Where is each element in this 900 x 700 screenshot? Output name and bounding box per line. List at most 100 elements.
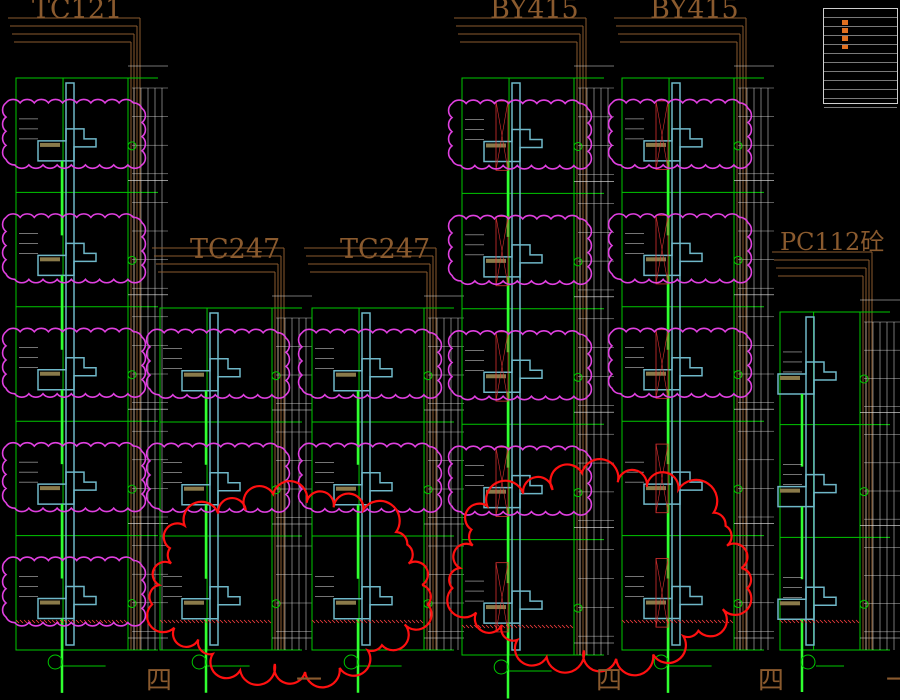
- section-tc121-slab-fill: [40, 486, 60, 491]
- section-by415-b-stair-diag: [655, 215, 669, 284]
- section-by415-a-ground-hatch: [541, 624, 546, 629]
- section-by415-b-revision-cloud: [607, 213, 753, 284]
- section-pc112-slab-fill: [780, 601, 800, 606]
- section-by415-a-ground-hatch: [489, 624, 494, 629]
- section-tc121-ground-hatch: [79, 619, 84, 624]
- section-tc247-b-ground-hatch: [331, 619, 336, 624]
- legend-row: [824, 18, 897, 27]
- section-tc247-a-ground-hatch: [231, 619, 236, 624]
- section-by415-a-stair: [495, 331, 509, 402]
- section-tc121-ground-hatch: [31, 619, 36, 624]
- section-pc112-ground-hatch: [783, 619, 788, 624]
- section-by415-b-green-frame: [621, 77, 735, 651]
- section-tc247-b-ground-hatch: [395, 619, 400, 624]
- section-tc247-b-revision-cloud: [297, 328, 443, 399]
- section-tc247-b-grid-bubble: [423, 599, 433, 609]
- section-tc121-ground-hatch: [23, 619, 28, 624]
- section-pc112-grid-bubble: [859, 487, 869, 497]
- section-tc121-slab-fill: [40, 142, 60, 147]
- section-tc121-ground-hatch: [35, 619, 40, 624]
- section-by415-a-ground-hatch: [545, 624, 550, 629]
- section-tc121-ground-hatch: [95, 619, 100, 624]
- section-by415-a-ground-hatch: [513, 624, 518, 629]
- section-by415-a-ground-hatch: [549, 624, 554, 629]
- section-by415-a-ground-hatch: [469, 624, 474, 629]
- section-by415-b-ground-hatch: [677, 619, 682, 624]
- section-tc247-a-ground-hatch: [263, 619, 268, 624]
- section-by415-b-ground-hatch: [721, 619, 726, 624]
- section-tc121-ground-hatch: [15, 619, 20, 624]
- section-pc112-ground-hatch: [807, 619, 812, 624]
- section-by415-b-grid-bubble: [733, 255, 743, 265]
- legend-row: [824, 9, 897, 18]
- section-by415-a-revision-cloud: [447, 99, 593, 170]
- section-by415-a-stair-diag: [495, 331, 509, 402]
- section-tc247-b-ground-hatch: [419, 619, 424, 624]
- section-tc247-a-ground-hatch: [227, 619, 232, 624]
- section-tc247-b-ground-hatch: [371, 619, 376, 624]
- section-tc247-b-ground-hatch: [407, 619, 412, 624]
- section-tc247-a-ground-hatch: [255, 619, 260, 624]
- section-tc247-b-ground-hatch: [347, 619, 352, 624]
- section-tc247-a-ground-hatch: [243, 619, 248, 624]
- section-by415-a-ground-hatch: [529, 624, 534, 629]
- section-pc112-ground-hatch: [819, 619, 824, 624]
- section-by415-a-grid-bubble: [573, 603, 583, 613]
- section-by415-b-stair: [655, 558, 669, 628]
- section-by415-b-ground-hatch: [641, 619, 646, 624]
- section-by415-a-ground-hatch: [509, 624, 514, 629]
- section-by415-a-ground-hatch: [569, 624, 574, 629]
- section-by415-a-ground-hatch: [485, 624, 490, 629]
- section-tc121-ground-hatch: [71, 619, 76, 624]
- section-by415-b-ground-hatch: [689, 619, 694, 624]
- section-by415-a-green-frame: [461, 77, 575, 656]
- section-tc247-a-ground-hatch: [199, 619, 204, 624]
- red-revision-cloud-a: [146, 480, 433, 689]
- section-by415-a-ground-hatch: [557, 624, 562, 629]
- section-pc112-slab-fill: [780, 488, 800, 493]
- section-tc121-revision-cloud: [1, 441, 147, 513]
- section-tc247-b-ground-hatch: [391, 619, 396, 624]
- section-tc121-grid-bubble: [127, 141, 137, 151]
- section-tc247-a-slab-fill: [184, 372, 204, 377]
- section-by415-b-ground-hatch: [621, 619, 626, 624]
- section-by415-b-ground-hatch: [685, 619, 690, 624]
- section-by415-b-grid-bubble: [733, 484, 743, 494]
- legend-row: [824, 99, 897, 108]
- section-by415-a-ground-hatch: [533, 624, 538, 629]
- section-tc121-ground-hatch: [123, 619, 128, 624]
- section-tc247-a-ground-hatch: [191, 619, 196, 624]
- section-pc112-wall: [805, 316, 815, 646]
- legend-row: [824, 81, 897, 90]
- section-by415-a-revision-cloud: [447, 330, 593, 401]
- section-by415-b-ground-hatch: [665, 619, 670, 624]
- legend-row: [824, 36, 897, 45]
- legend-row: [824, 63, 897, 72]
- section-tc247-b-ground-hatch: [375, 619, 380, 624]
- section-mark-3: 四: [596, 666, 623, 696]
- legend-swatch: [842, 20, 848, 25]
- section-tc247-a-revision-cloud: [145, 442, 291, 513]
- section-tc247-a-ground-hatch: [219, 619, 224, 624]
- section-tc121-ground-hatch: [55, 619, 60, 624]
- section-tc247-a-slab-fill: [184, 486, 204, 491]
- section-by415-a-stair-diag: [495, 101, 509, 171]
- title-by415-a: BY415: [490, 0, 579, 25]
- section-tc247-b-ground-hatch: [355, 619, 360, 624]
- section-mark-1: 四: [146, 666, 173, 696]
- section-tc247-b-ground-hatch: [335, 619, 340, 624]
- section-tc121-grid-bubble: [127, 370, 137, 380]
- section-pc112-ground-hatch: [815, 619, 820, 624]
- section-pc112-ground-hatch: [795, 619, 800, 624]
- section-tc121-ground-hatch: [27, 619, 32, 624]
- section-by415-b-ground-hatch: [705, 619, 710, 624]
- section-tc247-b-ground-hatch: [359, 619, 364, 624]
- section-by415-a-ground-hatch: [517, 624, 522, 629]
- section-tc121-ground-hatch: [119, 619, 124, 624]
- section-tc247-b-ground-hatch: [363, 619, 368, 624]
- section-tc247-a-ground-hatch: [259, 619, 264, 624]
- section-by415-b-ground-hatch: [693, 619, 698, 624]
- section-pc112-ground-hatch: [823, 619, 828, 624]
- section-tc247-b-ground-hatch: [379, 619, 384, 624]
- section-tc247-b-ground-hatch: [323, 619, 328, 624]
